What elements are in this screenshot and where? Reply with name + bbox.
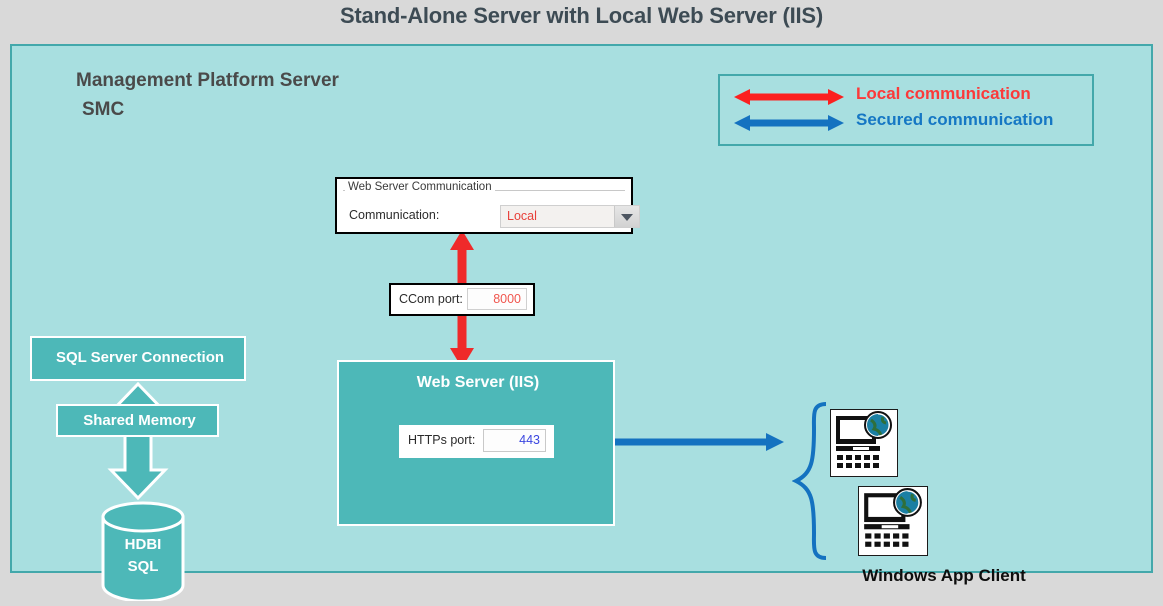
header-bar: Stand-Alone Server with Local Web Server… (0, 0, 1163, 44)
page-title: Stand-Alone Server with Local Web Server… (339, 3, 824, 28)
ccom-port-value: 8000 (493, 292, 521, 306)
web-server-iis-title: Web Server (IIS) (416, 374, 540, 391)
web-server-iis-box: Web Server (IIS) HTTPs port: 443 (337, 360, 615, 526)
windows-app-client-label: Windows App Client (862, 566, 1026, 585)
ccom-port-input[interactable]: 8000 (467, 288, 527, 310)
double-headed-arrow-red-icon (734, 87, 844, 112)
database-label: HDBI SQL (100, 534, 186, 578)
shared-memory-box: Shared Memory (56, 404, 219, 437)
ccom-port-label: CCom port: (399, 292, 463, 306)
clients-brace-icon (791, 401, 828, 561)
computer-globe-icon (830, 409, 898, 477)
communication-select[interactable]: Local (500, 205, 640, 228)
caret-shape (621, 214, 633, 221)
sql-server-connection-box: SQL Server Connection (30, 336, 246, 381)
server-subtitle: SMC (82, 99, 125, 120)
computer-globe-icon (858, 486, 928, 556)
https-port-label: HTTPs port: (408, 433, 476, 447)
management-platform-server-panel: Management Platform Server SMC Local com… (10, 44, 1153, 603)
communication-row: Communication: Local (349, 205, 640, 229)
shared-memory-label: Shared Memory (83, 412, 196, 429)
legend-box: Local communication Secured communicatio… (718, 74, 1094, 146)
https-port-input[interactable]: 443 (483, 429, 546, 452)
https-port-box: HTTPs port: 443 (399, 425, 554, 458)
ccom-port-box: CCom port: 8000 (389, 283, 535, 316)
chevron-down-icon[interactable] (614, 206, 639, 227)
https-port-value: 443 (519, 433, 540, 447)
communication-label: Communication: (349, 208, 440, 222)
database-label-line2: SQL (127, 558, 159, 575)
groupbox-title: Web Server Communication (345, 181, 495, 193)
server-title: Management Platform Server (76, 70, 339, 91)
shared-memory-block-arrow-icon (107, 381, 169, 501)
web-server-communication-groupbox: Web Server Communication Communication: … (335, 177, 640, 234)
sql-server-connection-label: SQL Server Connection (55, 349, 225, 366)
legend-label-local: Local communication (856, 84, 1031, 103)
database-label-line1: HDBI (124, 536, 162, 553)
double-headed-arrow-blue-icon (734, 113, 844, 138)
legend-label-secured: Secured communication (856, 110, 1054, 129)
communication-selected-value: Local (507, 209, 537, 223)
